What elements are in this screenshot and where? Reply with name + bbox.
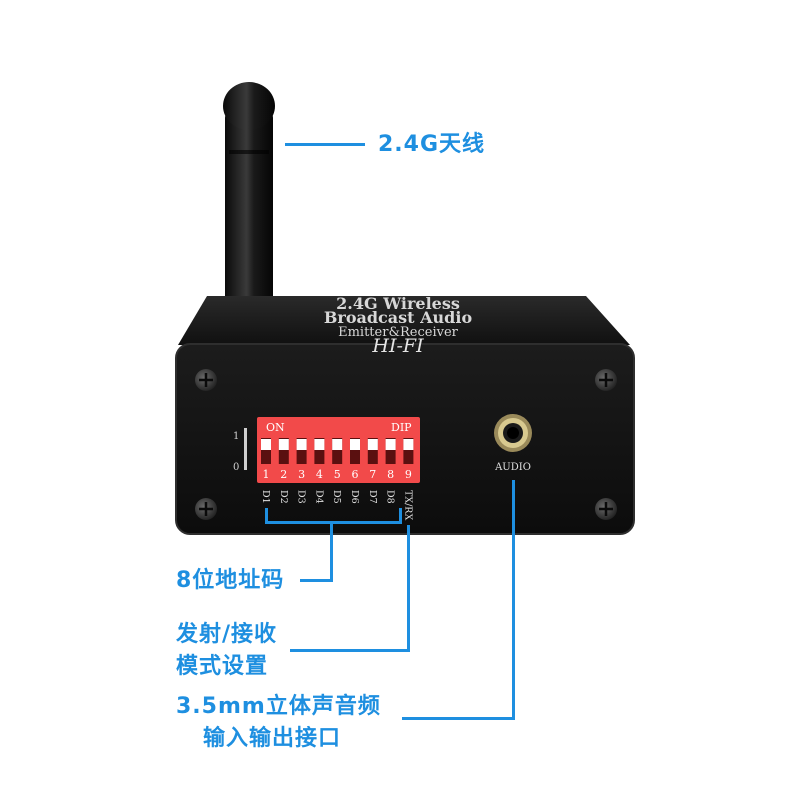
audio-leader-vertical — [512, 480, 515, 720]
dip-switch-4[interactable] — [314, 438, 325, 464]
dip-switch-label: D6 — [349, 490, 360, 504]
dip-switch-label: D2 — [278, 490, 289, 504]
device-title-line1: 2.4G Wireless — [336, 294, 460, 313]
dip-switch-8[interactable] — [385, 438, 396, 464]
dip-switch-label: D4 — [313, 490, 324, 504]
dip-switch-number: 7 — [369, 468, 376, 481]
dip-switch-labels: D1 D2 D3 D4 D5 D6 D7 D8 TX/RX — [260, 490, 413, 520]
screw-top-left-icon — [195, 369, 217, 391]
scale-zero-label: 0 — [233, 462, 239, 473]
address-bracket-right — [399, 508, 402, 523]
dip-switch-label: TX/RX — [402, 490, 413, 520]
dip-switch-knob — [296, 439, 307, 450]
device-title-line3: Emitter&Receiver — [338, 325, 459, 340]
dip-switch-label: D8 — [385, 490, 396, 504]
address-bracket-left — [265, 508, 268, 523]
address-callout: 8位地址码 — [176, 568, 285, 593]
dip-switch-knob — [314, 439, 325, 450]
address-leader-horizontal — [300, 579, 333, 582]
dip-switch-knob — [367, 439, 378, 450]
address-leader-vertical — [330, 521, 333, 582]
antenna — [223, 82, 275, 310]
antenna-callout: 2.4G天线 — [378, 132, 486, 157]
dip-switch-label: D5 — [331, 490, 342, 504]
audio-callout-line1: 3.5mm立体声音频 — [176, 694, 381, 719]
device-title-line2: Broadcast Audio — [324, 308, 473, 327]
dip-switch-number: 8 — [387, 468, 394, 481]
mode-leader-vertical — [407, 525, 410, 652]
mode-callout-line2: 模式设置 — [176, 654, 269, 679]
audio-jack-icon — [494, 414, 532, 452]
dip-switch-label: D1 — [260, 490, 271, 504]
screw-bottom-left-icon — [195, 498, 217, 520]
dip-switch-label: D7 — [367, 490, 378, 504]
dip-switch-3[interactable] — [296, 438, 307, 464]
mode-callout-line1: 发射/接收 — [176, 622, 278, 647]
dip-switch-number: 4 — [316, 468, 323, 481]
dip-switch-5[interactable] — [332, 438, 343, 464]
dip-switch-label: D3 — [296, 490, 307, 504]
dip-switch-1[interactable] — [261, 438, 271, 464]
scale-mark — [244, 428, 247, 470]
dip-switch-6[interactable] — [350, 438, 360, 464]
dip-switch-number: 6 — [352, 468, 359, 481]
dip-switch-knob — [278, 439, 289, 450]
dip-label: DIP — [391, 421, 412, 434]
screw-bottom-right-icon — [595, 498, 617, 520]
device-top — [178, 296, 630, 345]
mode-leader-horizontal — [290, 649, 410, 652]
dip-switch-number: 1 — [263, 468, 270, 481]
device-title-line4: HI-FI — [371, 335, 424, 357]
dip-on-label: ON — [266, 421, 285, 434]
dip-switch-9[interactable] — [403, 438, 414, 464]
dip-switch-knob — [350, 439, 360, 450]
address-bracket-bottom — [265, 521, 402, 524]
dip-switch-2[interactable] — [278, 438, 289, 464]
audio-callout-line2: 输入输出接口 — [203, 726, 342, 751]
dip-switch-number: 9 — [405, 468, 412, 481]
dip-switch-knob — [261, 439, 271, 450]
scale-one-label: 1 — [233, 431, 239, 442]
dip-switch-slots — [261, 438, 414, 464]
screw-top-right-icon — [595, 369, 617, 391]
dip-switch-knob — [403, 439, 414, 450]
dip-switch-knob — [385, 439, 396, 450]
audio-label: AUDIO — [494, 462, 531, 473]
dip-switch-7[interactable] — [367, 438, 378, 464]
dip-switch-number: 3 — [298, 468, 305, 481]
dip-switch-number: 5 — [334, 468, 341, 481]
dip-switch-knob — [332, 439, 343, 450]
antenna-leader-line — [285, 143, 365, 146]
dip-switch-number: 2 — [280, 468, 287, 481]
audio-leader-horizontal — [402, 717, 515, 720]
